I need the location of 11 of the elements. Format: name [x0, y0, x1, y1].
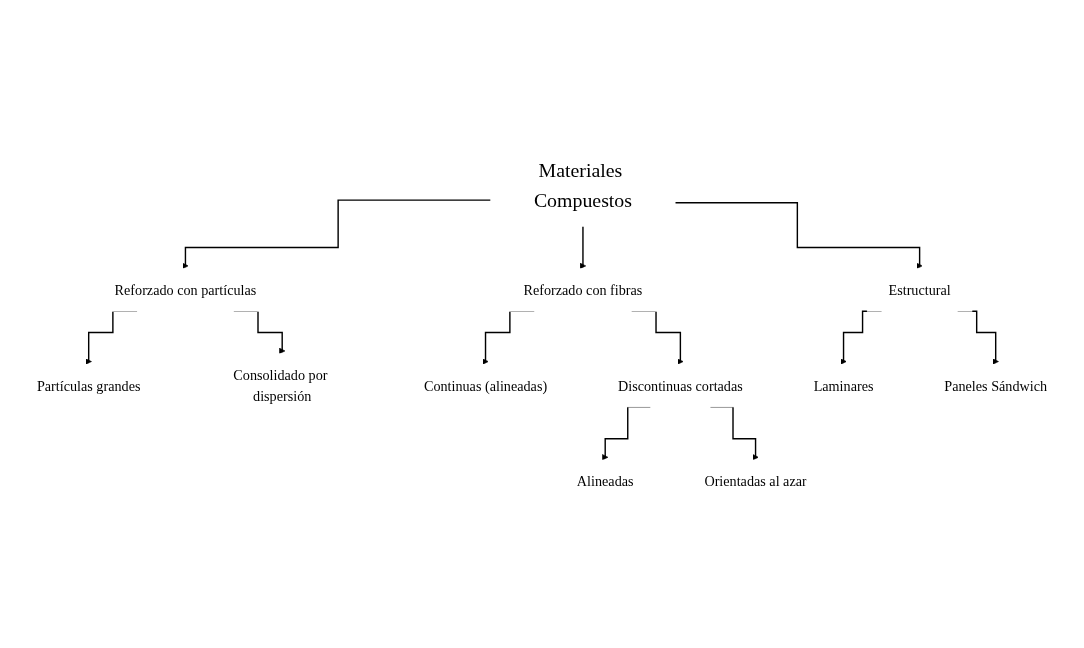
node-text: Continuas (alineadas) [423, 377, 548, 394]
node-text: Alineadas [576, 473, 634, 490]
node-text: Consolidado por dispersión [233, 367, 328, 405]
node-text: Materiales Compuestos [533, 159, 633, 212]
node-text: Orientadas al azar [704, 473, 807, 490]
arrow [182, 199, 492, 269]
node-text: Partículas grandes [36, 377, 141, 394]
node-text: Laminares [813, 377, 874, 394]
node-text: Paneles Sándwich [944, 377, 1048, 394]
arrow [674, 201, 923, 269]
arrow [579, 225, 587, 269]
